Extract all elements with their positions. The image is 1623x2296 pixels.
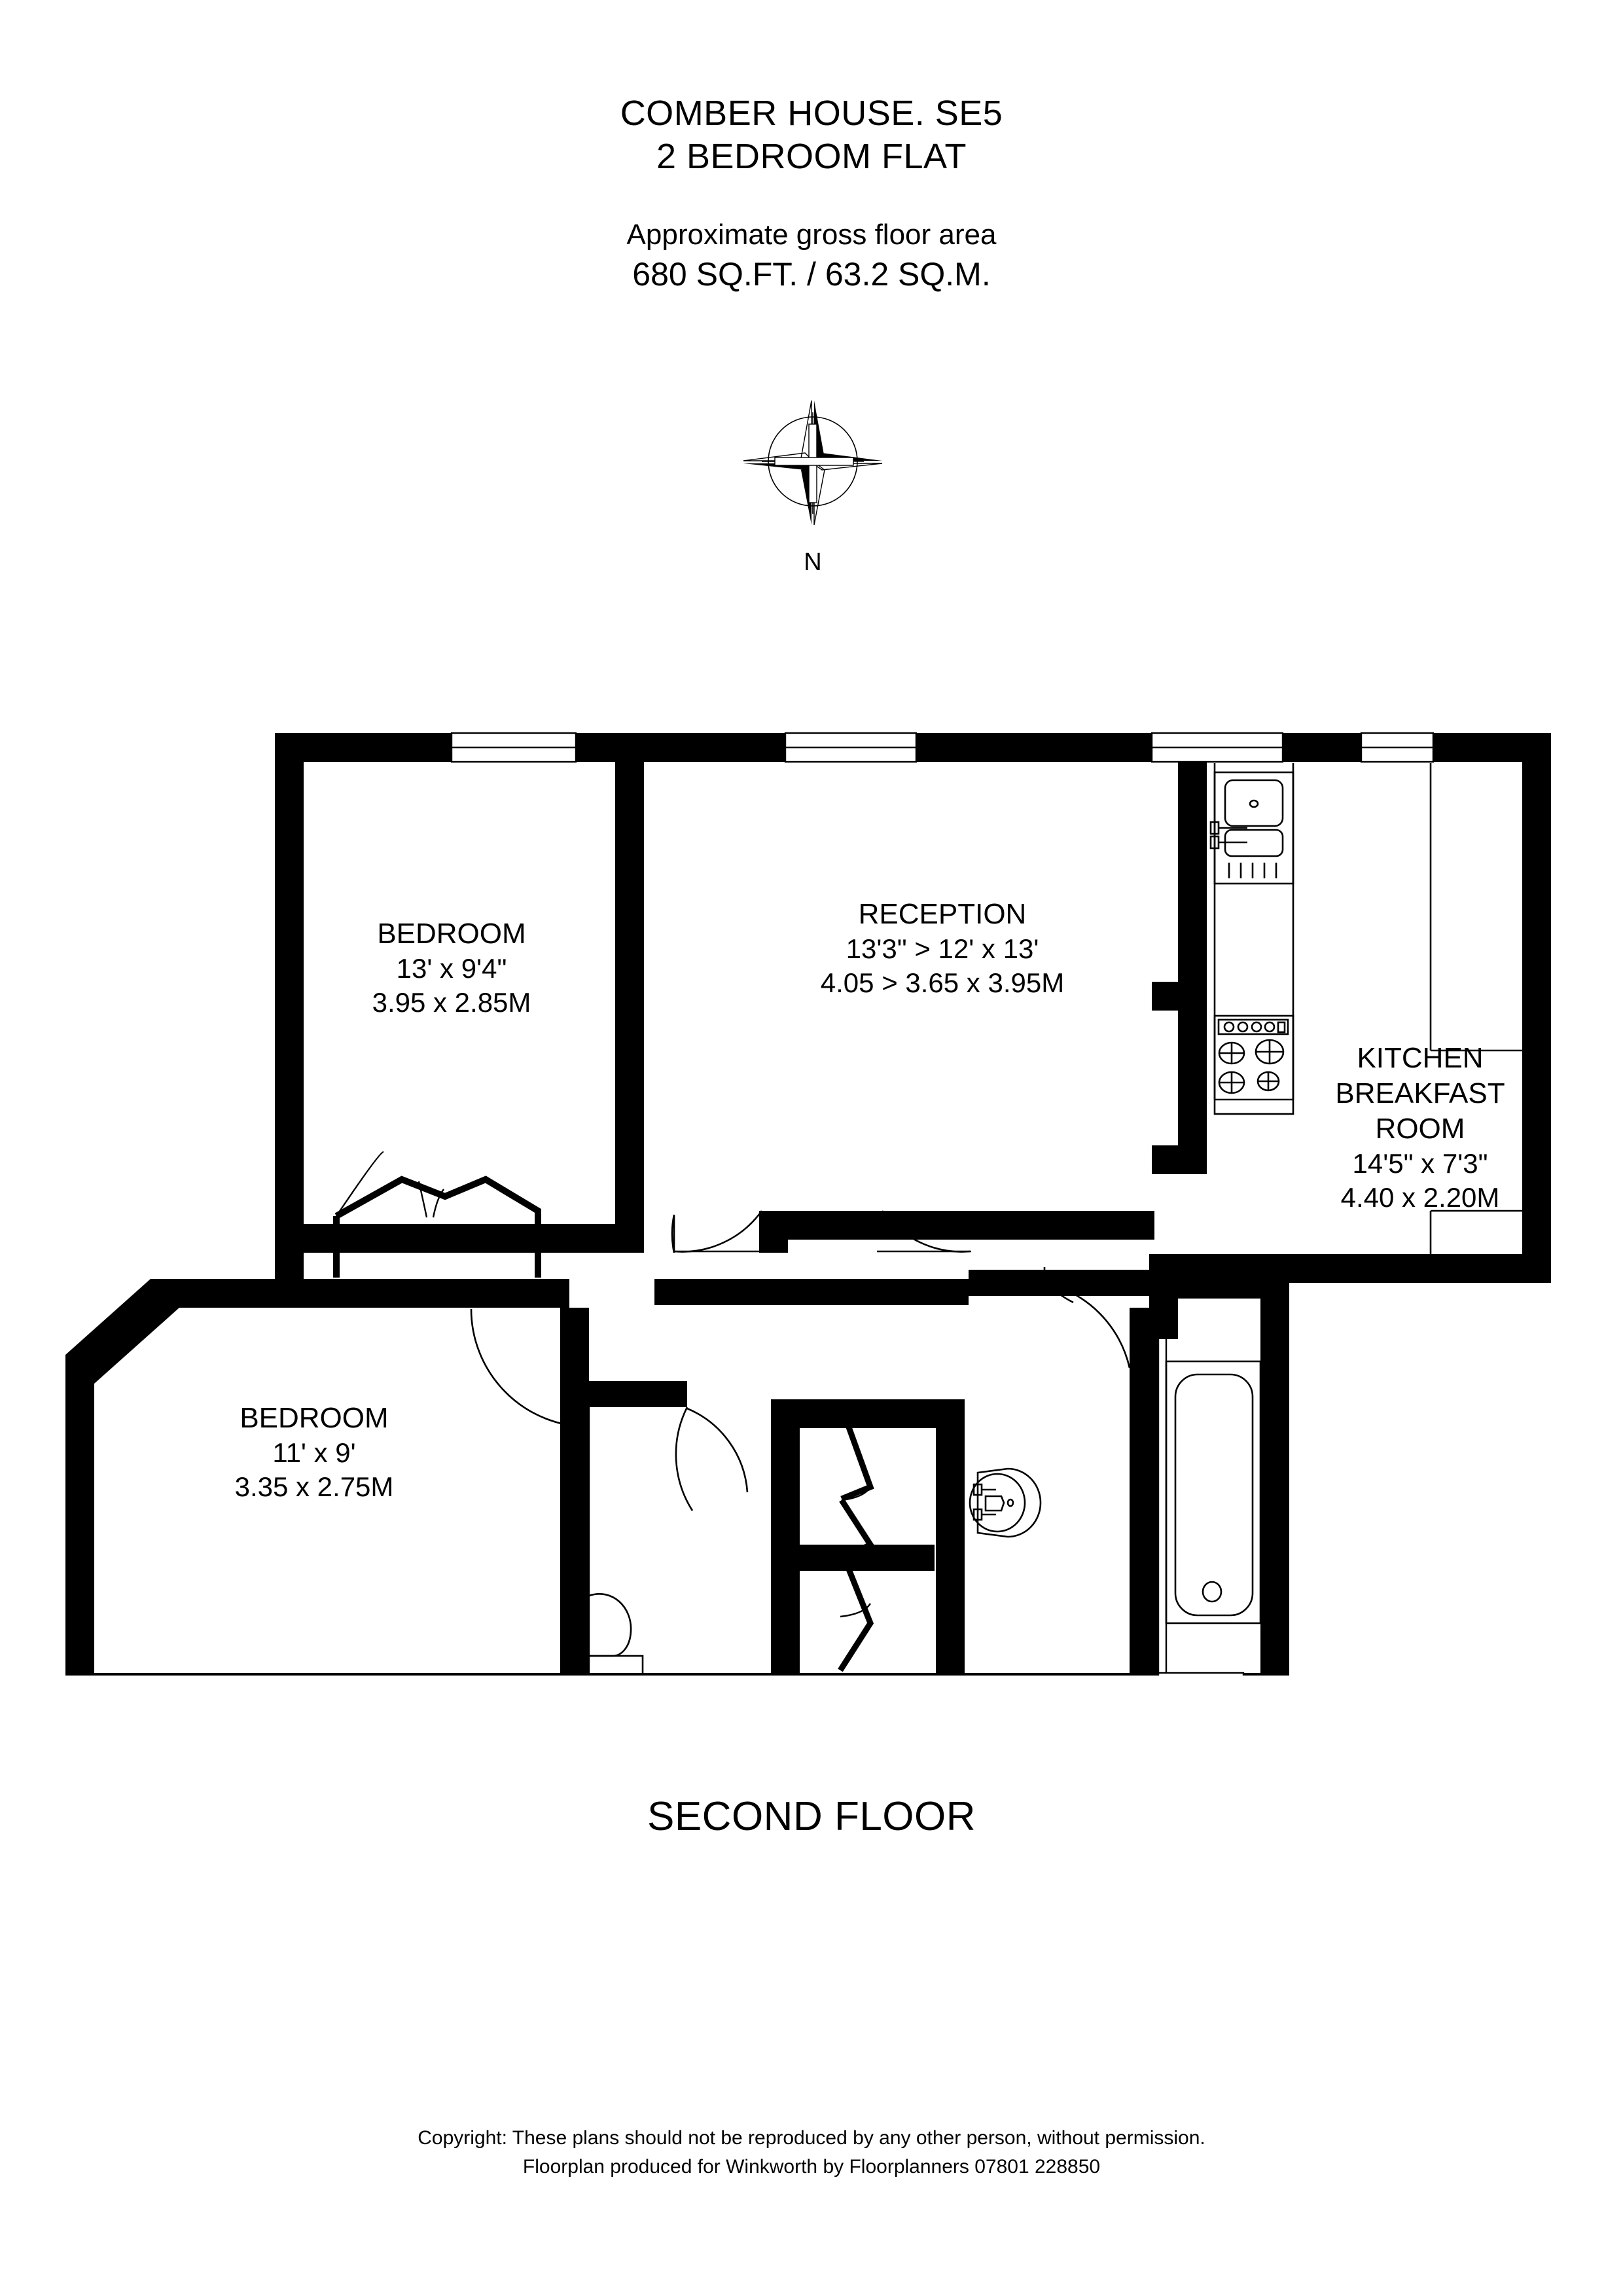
room-label-bedroom-1: BEDROOM 13' x 9'4" 3.95 x 2.85M xyxy=(281,916,622,1019)
footer: Copyright: These plans should not be rep… xyxy=(0,2124,1623,2181)
floor-area-block: Approximate gross floor area 680 SQ.FT. … xyxy=(0,216,1623,295)
floor-area-caption: Approximate gross floor area xyxy=(626,219,997,251)
room-name-line-1: KITCHEN xyxy=(1357,1042,1484,1074)
property-title-line-1: COMBER HOUSE. SE5 xyxy=(620,94,1003,133)
producer-line: Floorplan produced for Winkworth by Floo… xyxy=(522,2156,1101,2178)
compass-rose-icon xyxy=(734,393,891,576)
floor-area-value: 680 SQ.FT. / 63.2 SQ.M. xyxy=(632,256,991,293)
kitchen-sink-icon xyxy=(1209,771,1294,885)
floor-level-caption: SECOND FLOOR xyxy=(647,1794,976,1839)
property-title-line-2: 2 BEDROOM FLAT xyxy=(656,137,967,176)
room-dimensions-imperial: 13' x 9'4" xyxy=(396,953,507,984)
compass-north-label: N xyxy=(804,548,822,576)
window-symbol xyxy=(450,732,1435,1703)
kitchen-cooker-icon xyxy=(1213,1014,1294,1115)
room-name: BEDROOM xyxy=(240,1402,389,1434)
room-label-bedroom-2: BEDROOM 11' x 9' 3.35 x 2.75M xyxy=(144,1401,484,1503)
room-dimensions-imperial: 13'3" > 12' x 13' xyxy=(846,933,1039,965)
room-name: BEDROOM xyxy=(377,918,526,950)
wash-basin-icon xyxy=(969,1467,1042,1538)
room-dimensions-metric: 4.40 x 2.20M xyxy=(1340,1181,1500,1213)
room-dimensions-imperial: 14'5" x 7'3" xyxy=(1352,1148,1488,1179)
room-dimensions-imperial: 11' x 9' xyxy=(272,1437,356,1469)
header: COMBER HOUSE. SE5 2 BEDROOM FLAT Approxi… xyxy=(0,92,1623,295)
room-label-reception: RECEPTION 13'3" > 12' x 13' 4.05 > 3.65 … xyxy=(759,897,1126,999)
room-name: RECEPTION xyxy=(858,898,1027,930)
room-dimensions-metric: 3.95 x 2.85M xyxy=(372,986,531,1018)
room-name-line-2: BREAKFAST xyxy=(1335,1077,1505,1110)
plan-detail-lines xyxy=(588,1299,1168,1673)
cupboard-bifold-doors xyxy=(838,1406,875,1672)
copyright-line: Copyright: These plans should not be rep… xyxy=(418,2127,1205,2149)
door-swing-arc xyxy=(470,1210,1131,1511)
bathtub-icon xyxy=(1165,1360,1262,1624)
room-dimensions-metric: 4.05 > 3.65 x 3.95M xyxy=(820,967,1065,998)
wardrobe-door-swing xyxy=(336,1151,444,1218)
room-dimensions-metric: 3.35 x 2.75M xyxy=(234,1471,394,1502)
room-name-line-3: ROOM xyxy=(1375,1113,1465,1145)
room-label-kitchen-breakfast-room: KITCHEN BREAKFAST ROOM 14'5" x 7'3" 4.40… xyxy=(1283,1041,1558,1215)
cupboard-door-arc xyxy=(840,1486,872,1618)
